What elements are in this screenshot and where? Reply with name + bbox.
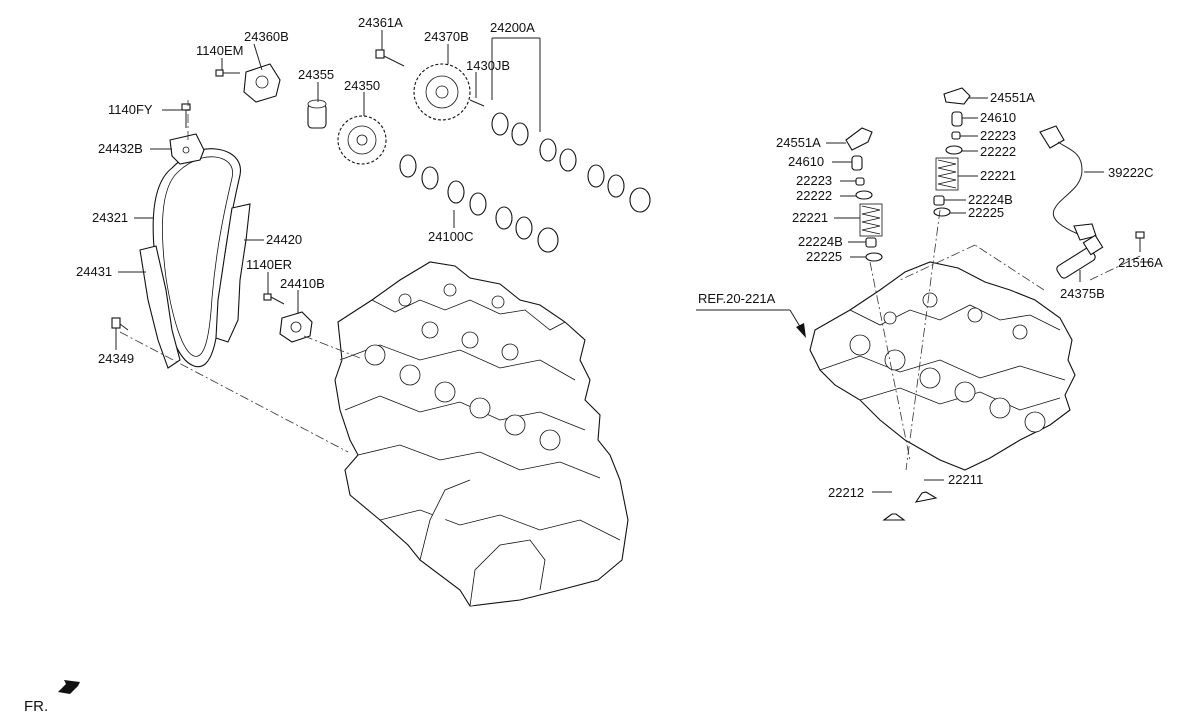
retainer-22222-left (855, 190, 873, 200)
label-24355: 24355 (298, 67, 334, 82)
pin-1430JB (469, 99, 485, 107)
label-24370B: 24370B (424, 29, 469, 44)
bolt-1140ER (263, 293, 285, 305)
rocker-arm-24551A-left (845, 127, 873, 151)
label-22224B-right: 22224B (968, 192, 1013, 207)
label-24361A: 24361A (358, 15, 403, 30)
label-22224B-left: 22224B (798, 234, 843, 249)
leader-lines (115, 30, 1152, 493)
bracket-24432B (169, 133, 205, 165)
label-1140ER: 1140ER (246, 257, 292, 272)
stem-seal-22224B-right (933, 195, 945, 206)
label-24610-right: 24610 (980, 110, 1016, 125)
label-24350: 24350 (344, 78, 380, 93)
sensor-39222C (1039, 125, 1097, 241)
label-1140EM: 1140EM (196, 43, 243, 58)
label-22225-left: 22225 (806, 249, 842, 264)
label-ref-20-221A: REF.20-221A (698, 291, 776, 306)
part-labels: 24361A 24370B 24200A 1140EM 24360B 1430J… (24, 15, 1163, 715)
label-24610-left: 24610 (788, 154, 824, 169)
cvvt-assembly-24370B (413, 63, 471, 121)
front-direction-icon (58, 680, 80, 694)
retainer-lock-22223-left (855, 177, 865, 186)
label-1430JB: 1430JB (466, 58, 510, 73)
label-24432B: 24432B (98, 141, 143, 156)
rocker-arm-24551A-right (943, 87, 971, 105)
retainer-22222-right (945, 145, 963, 155)
bolt-21516A (1135, 231, 1145, 252)
label-24410B: 24410B (280, 276, 325, 291)
valve-spring-22221-left (859, 203, 883, 237)
label-24375B: 24375B (1060, 286, 1105, 301)
label-22221-left: 22221 (792, 210, 828, 225)
label-24551A-left: 24551A (776, 135, 821, 150)
ref-arrow (696, 309, 806, 338)
label-22223-left: 22223 (796, 173, 832, 188)
label-22225-right: 22225 (968, 205, 1004, 220)
engine-block (334, 261, 629, 607)
label-24100C: 24100C (428, 229, 474, 244)
chain-guide-24431 (139, 245, 181, 369)
camshaft-24200A (484, 112, 654, 213)
label-22222-left: 22222 (796, 188, 832, 203)
label-39222C: 39222C (1108, 165, 1154, 180)
bolt-24361A (375, 49, 405, 67)
valve-spring-22221-right (935, 157, 959, 191)
spring-seat-22225-right (933, 207, 951, 217)
label-21516A: 21516A (1118, 255, 1163, 270)
label-22221-right: 22221 (980, 168, 1016, 183)
oil-control-valve-24360B (243, 63, 281, 103)
label-24431: 24431 (76, 264, 112, 279)
label-22211: 22211 (948, 472, 983, 487)
centerlines (119, 100, 1141, 471)
label-22223-right: 22223 (980, 128, 1016, 143)
label-24321: 24321 (92, 210, 128, 225)
label-24360B: 24360B (244, 29, 289, 44)
lash-adjuster-24610-left (851, 155, 863, 171)
label-22212: 22212 (828, 485, 864, 500)
tensioner-24410B (279, 311, 313, 343)
lash-adjuster-24610-right (951, 111, 963, 127)
valve-22211 (913, 455, 938, 503)
label-24200A: 24200A (490, 20, 535, 35)
stem-seal-22224B-left (865, 237, 877, 248)
label-24551A-right: 24551A (990, 90, 1035, 105)
cylinder-head (809, 261, 1076, 471)
label-24420: 24420 (266, 232, 302, 247)
bolt-1140EM (215, 69, 240, 77)
camshaft-24100C (394, 154, 559, 253)
spring-seat-22225-left (865, 252, 883, 262)
chain-guide-24420 (215, 203, 251, 343)
ocv-24375B (1056, 234, 1104, 279)
valve-22212 (882, 474, 906, 521)
label-1140FY: 1140FY (108, 102, 153, 117)
label-22222-right: 22222 (980, 144, 1016, 159)
label-24349: 24349 (98, 351, 134, 366)
bolt-1140FY (181, 103, 191, 128)
retainer-lock-22223-right (951, 131, 961, 140)
bolt-24349 (111, 317, 129, 331)
sprocket-24350 (337, 115, 387, 165)
label-fr: FR. (24, 698, 48, 715)
bushing-24355 (307, 99, 327, 129)
